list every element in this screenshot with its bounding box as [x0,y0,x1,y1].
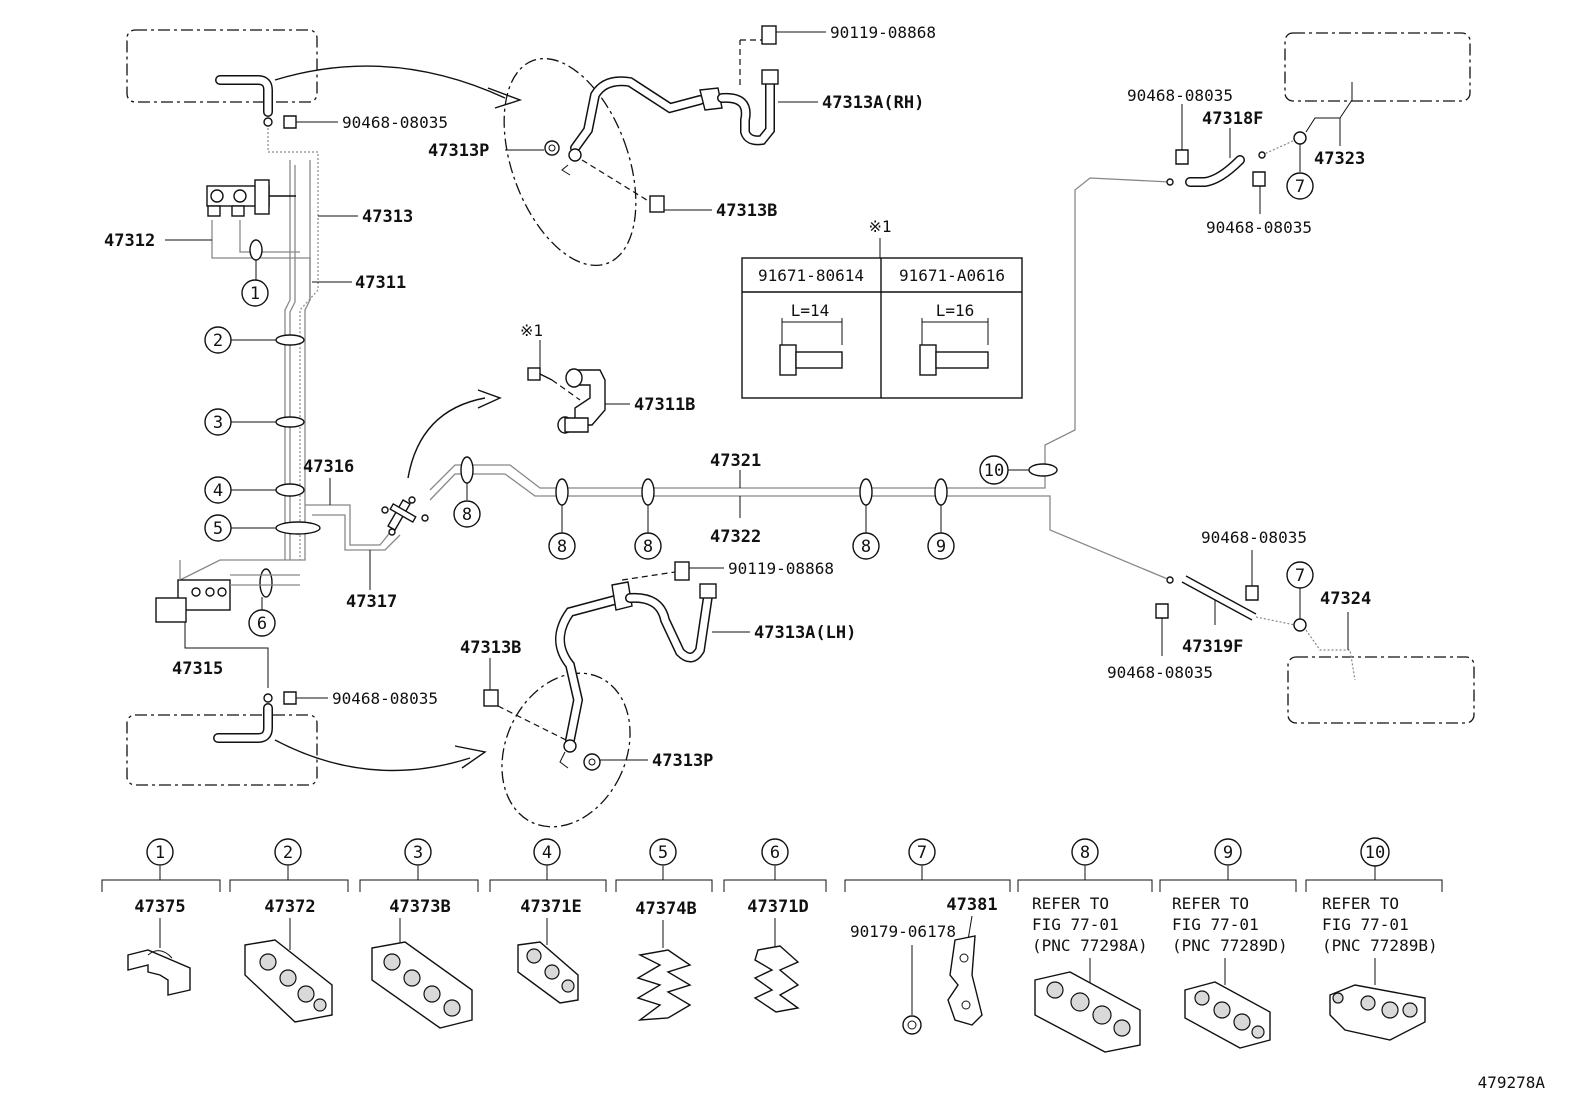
callout-8-a: 8 [462,505,472,525]
svg-text:6: 6 [770,843,780,863]
legend-item-9: 9 REFER TO FIG 77-01 (PNC 77289D) [1159,838,1297,1049]
callout-7-b: 7 [1295,566,1305,586]
legend-item-5: 5 47374B [615,838,713,1021]
svg-text:4: 4 [542,843,552,863]
bolt-table-col1: 91671-80614 [758,266,864,285]
legend-pn-47371D: 47371D [747,897,808,917]
part-label-47313A-LH: 47313A(LH) [754,623,856,643]
svg-text:8: 8 [1080,843,1090,863]
part-label-90468-08035-top-right: 90468-08035 [1127,86,1233,105]
part-label-90119-08868-mid: 90119-08868 [728,559,834,578]
part-label-47317: 47317 [346,592,397,612]
callout-9: 9 [936,537,946,557]
legend-item-1: 1 47375 [101,838,221,996]
part-label-90468-08035-top-right-2: 90468-08035 [1206,218,1312,237]
diagram-id: 479278A [1478,1073,1546,1092]
callout-1: 1 [250,284,260,304]
callout-4: 4 [213,481,223,501]
legend-ref-10-line2: FIG 77-01 [1322,915,1409,934]
bracket-47311B: ※1 47311B [520,321,695,434]
callout-8-c: 8 [643,537,653,557]
legend-ref-10-line1: REFER TO [1322,894,1399,913]
junction-47316-47317 [305,389,502,590]
callout-6: 6 [257,614,267,634]
legend-ref-9-line2: FIG 77-01 [1172,915,1259,934]
legend-item-4: 4 47371E [489,838,607,1004]
clip-legend: 1 47375 2 47372 3 473 [101,837,1443,1053]
legend-pn-47374B: 47374B [635,899,696,919]
part-label-90468-08035-bottom-left: 90468-08035 [332,689,438,708]
part-label-47313: 47313 [362,207,413,227]
rh-caliper-hose: 90119-08868 47313A(RH) 47313P 47313B [428,23,936,267]
bolt-length-2: L=16 [936,301,975,320]
legend-ref-8-line1: REFER TO [1032,894,1109,913]
rear-right-upper: 7 90468-08035 47318F 90468-08035 47323 [1127,32,1471,237]
part-label-90468-08035-top-left: 90468-08035 [342,113,448,132]
legend-ref-10-line3: (PNC 77289B) [1322,936,1438,955]
svg-text:10: 10 [1365,843,1385,863]
part-label-47322: 47322 [710,527,761,547]
part-label-90468-08035-right-2: 90468-08035 [1107,663,1213,682]
callout-8-b: 8 [557,537,567,557]
lh-caliper-hose: 90468-08035 90119-08868 47313A(LH) 47313… [126,559,856,828]
part-label-47313A-RH: 47313A(RH) [822,93,924,113]
legend-ref-9-line3: (PNC 77289D) [1172,936,1288,955]
part-label-47315: 47315 [172,659,223,679]
legend-ref-9-line1: REFER TO [1172,894,1249,913]
svg-text:5: 5 [658,843,668,863]
callout-8-d: 8 [861,537,871,557]
part-label-47313B-low: 47313B [460,638,521,658]
part-label-47316: 47316 [303,457,354,477]
rear-right-lower: 7 47324 90468-08035 47319F 90468-08035 [1107,528,1475,724]
part-label-90119-08868-top: 90119-08868 [830,23,936,42]
legend-item-3: 3 47373B [359,838,479,1029]
callout-5: 5 [213,519,223,539]
part-label-90468-08035-right-1: 90468-08035 [1201,528,1307,547]
bolt-length-1: L=14 [791,301,830,320]
callout-2: 2 [213,331,223,351]
legend-pn-47371E: 47371E [520,897,581,917]
part-label-47318F: 47318F [1202,109,1263,129]
part-label-47313P-low: 47313P [652,751,713,771]
legend-item-7: 7 47381 90179-06178 [844,838,1011,1035]
legend-pn-47373B: 47373B [389,897,450,917]
legend-pn-47381: 47381 [946,895,997,915]
callout-7-a: 7 [1295,177,1305,197]
left-labels: 47313 47312 47311 47316 47317 47315 1 2 … [104,207,413,679]
svg-text:3: 3 [413,843,423,863]
legend-ref-8-line2: FIG 77-01 [1032,915,1119,934]
callout-10: 10 [984,461,1004,481]
bolt-table-col2: 91671-A0616 [899,266,1005,285]
legend-pn-47375: 47375 [134,897,185,917]
part-label-47319F: 47319F [1182,637,1243,657]
svg-text:2: 2 [283,843,293,863]
note-x1-bolt: ※1 [520,321,543,340]
part-label-47311B: 47311B [634,395,695,415]
legend-item-6: 6 47371D [723,838,827,1013]
front-left-area: 90468-08035 [126,29,523,132]
callout-3: 3 [213,413,223,433]
legend-item-8: 8 REFER TO FIG 77-01 (PNC 77298A) [1017,838,1153,1053]
legend-item-2: 2 47372 [229,838,349,1023]
part-label-47313B-top: 47313B [716,201,777,221]
svg-text:1: 1 [155,843,165,863]
part-label-47323: 47323 [1314,149,1365,169]
main-rear-pipes: 47321 47322 8 8 8 8 9 10 [429,177,1171,581]
part-label-47311: 47311 [355,273,406,293]
svg-text:7: 7 [917,843,927,863]
legend-pn-47372: 47372 [264,897,315,917]
part-label-47321: 47321 [710,451,761,471]
legend-item-10: 10 REFER TO FIG 77-01 (PNC 77289B) [1305,837,1443,1041]
svg-text:9: 9 [1223,843,1233,863]
legend-ref-8-line3: (PNC 77298A) [1032,936,1148,955]
part-label-47312: 47312 [104,231,155,251]
part-label-47324: 47324 [1320,589,1371,609]
legend-pn-90179-06178: 90179-06178 [850,922,956,941]
left-pipe-bundle [155,128,321,688]
bolt-table: ※1 91671-80614 91671-A0616 L=14 L=16 [741,217,1023,399]
part-label-47313P-top: 47313P [428,141,489,161]
bolt-table-note: ※1 [868,217,891,236]
